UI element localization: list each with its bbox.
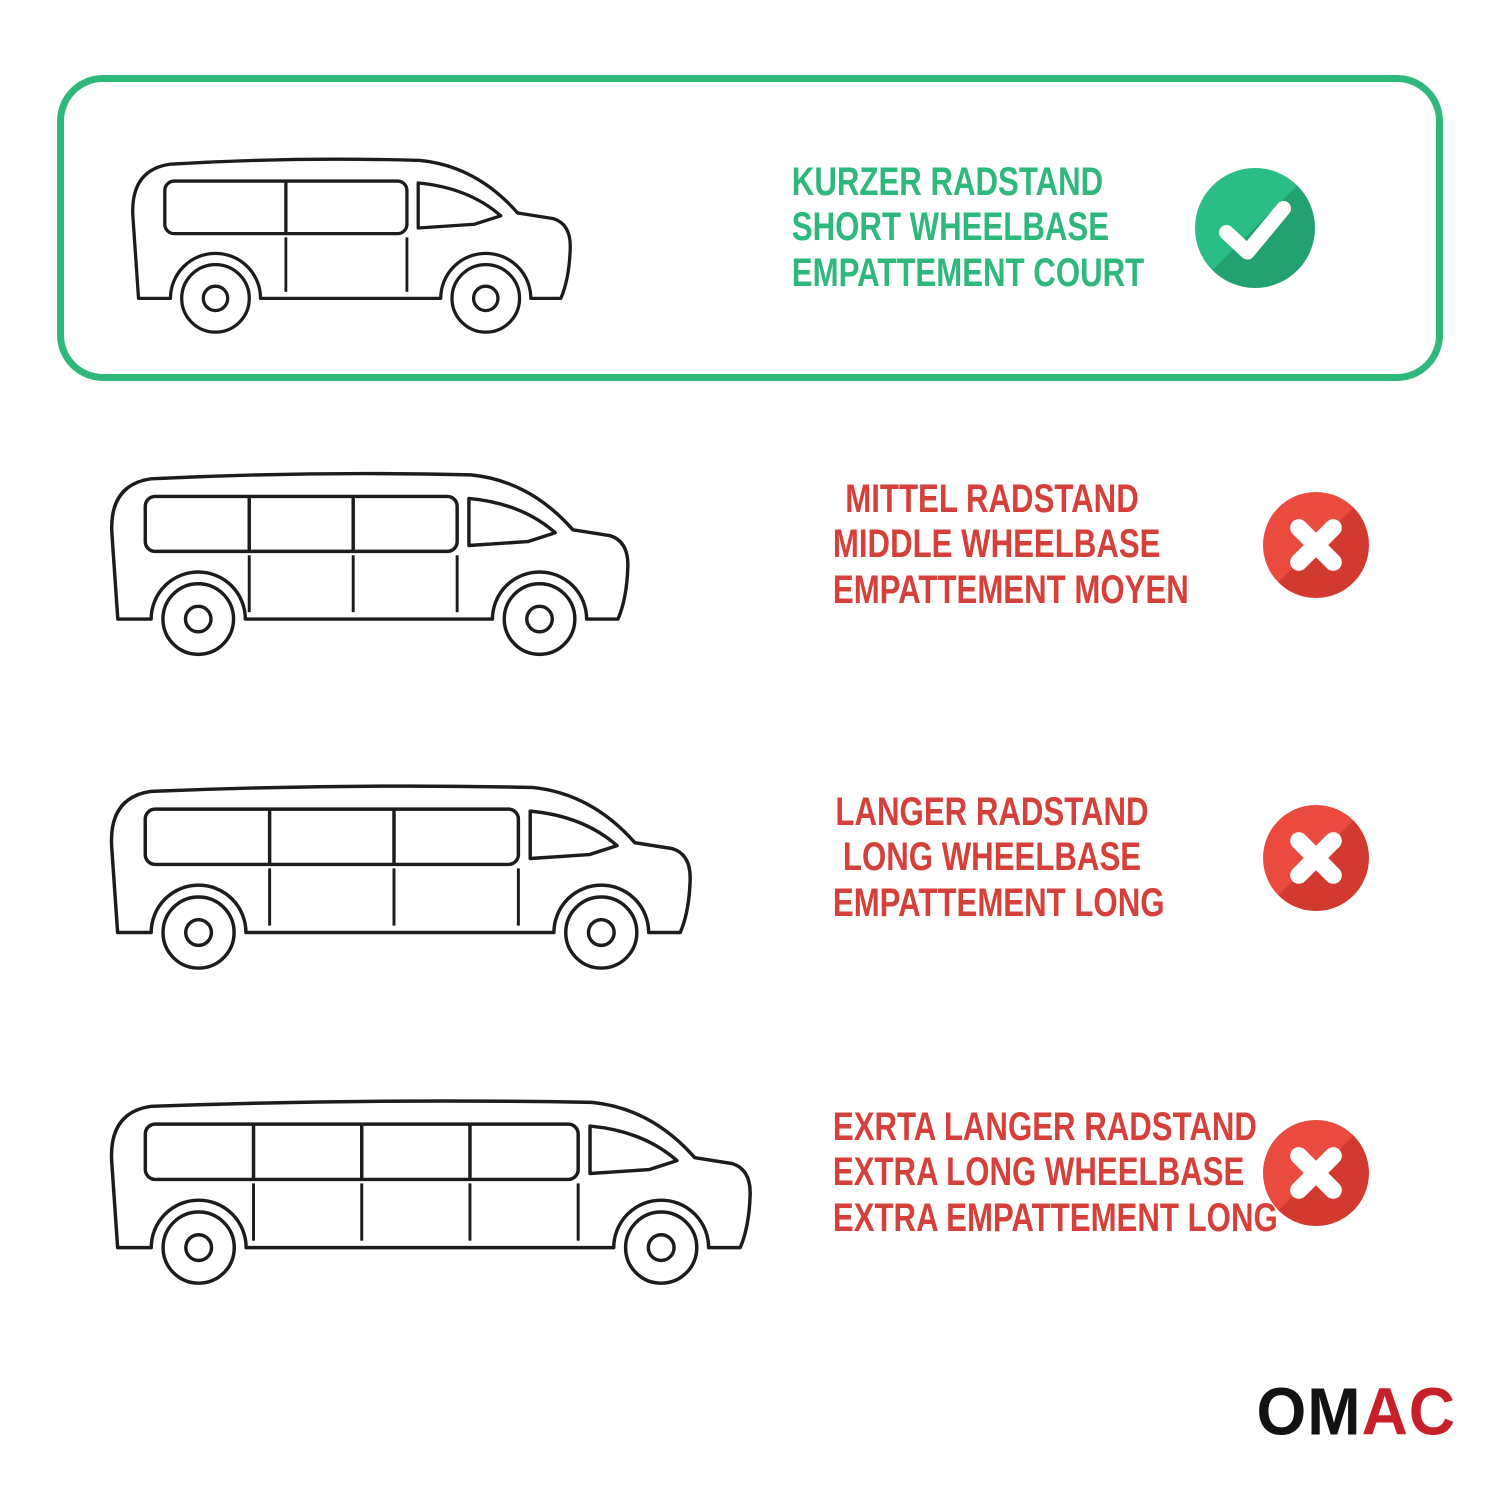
van-extra-long-icon [109, 1098, 752, 1285]
option-long-label: LANGER RADSTAND LONG WHEELBASE EMPATTEME… [832, 789, 1165, 927]
cross-icon [1263, 492, 1369, 598]
omac-logo-black-part: OM [1256, 1373, 1362, 1449]
van-middle-icon [110, 471, 630, 656]
label-line-fr: EMPATTEMENT LONG [832, 880, 1165, 925]
option-short-label: KURZER RADSTAND SHORT WHEELBASE EMPATTEM… [791, 159, 1145, 297]
van-middle-illustration [88, 418, 788, 673]
status-badge-wrap [1196, 1120, 1436, 1226]
label-line-de: MITTEL RADSTAND [845, 476, 1139, 521]
label-line-de: KURZER RADSTAND [791, 159, 1104, 204]
van-short-illustration [110, 106, 750, 350]
option-middle-wheelbase: MITTEL RADSTAND MIDDLE WHEELBASE EMPATTE… [0, 420, 1500, 670]
omac-logo-red-part: AC [1361, 1373, 1456, 1449]
label-line-fr: EMPATTEMENT MOYEN [832, 567, 1189, 612]
label-line-en: LONG WHEELBASE [842, 835, 1142, 880]
label-line-en: EXTRA LONG WHEELBASE [832, 1150, 1245, 1195]
van-extra-long-illustration [88, 1045, 788, 1302]
label-line-de: EXRTA LANGER RADSTAND [832, 1104, 1257, 1149]
option-middle-label: MITTEL RADSTAND MIDDLE WHEELBASE EMPATTE… [832, 476, 1189, 614]
check-icon [1195, 168, 1315, 288]
option-extra-long-label: EXRTA LANGER RADSTAND EXTRA LONG WHEELBA… [832, 1104, 1278, 1242]
label-line-de: LANGER RADSTAND [835, 789, 1149, 834]
cross-icon [1263, 805, 1369, 911]
status-badge-wrap [1196, 805, 1436, 911]
omac-logo: OMAC [1256, 1372, 1456, 1450]
option-short-wheelbase: KURZER RADSTAND SHORT WHEELBASE EMPATTEM… [57, 75, 1443, 381]
van-long-icon [109, 783, 692, 970]
van-long-illustration [88, 730, 788, 987]
van-short-icon [131, 157, 572, 334]
option-long-wheelbase: LANGER RADSTAND LONG WHEELBASE EMPATTEME… [0, 732, 1500, 984]
label-line-fr: EMPATTEMENT COURT [791, 250, 1145, 295]
status-badge-wrap [1196, 492, 1436, 598]
label-line-fr: EXTRA EMPATTEMENT LONG [832, 1195, 1278, 1240]
label-line-en: SHORT WHEELBASE [791, 205, 1110, 250]
status-badge-wrap [1130, 168, 1380, 288]
cross-icon [1263, 1120, 1369, 1226]
option-extra-long-wheelbase: EXRTA LANGER RADSTAND EXTRA LONG WHEELBA… [0, 1044, 1500, 1302]
label-line-en: MIDDLE WHEELBASE [832, 522, 1161, 567]
